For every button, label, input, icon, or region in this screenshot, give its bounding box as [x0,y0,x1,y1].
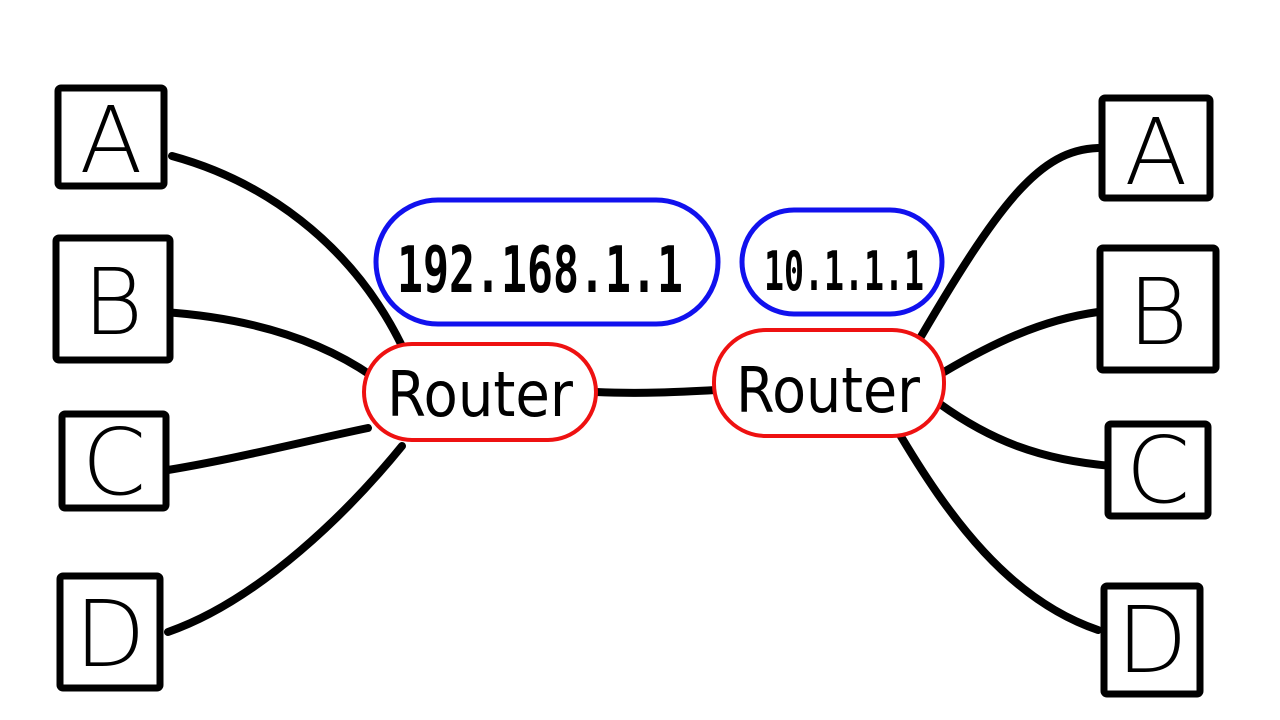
node-box-left-a: A [54,84,168,194]
ip-bubble-right: 10.1.1.1 [739,207,945,317]
router-left: Router [362,342,598,442]
link-right-d [892,424,1102,634]
node-box-left-d: D [56,572,164,692]
link-left-d [164,442,406,636]
node-label: B [1128,259,1188,366]
left-nodes: A B C D [52,84,174,692]
link-router-router [592,386,720,397]
router-right: Router [712,328,946,438]
node-label: A [80,87,143,194]
node-label: D [1117,587,1188,694]
link-left-b [160,308,376,380]
node-box-left-b: B [52,234,174,364]
node-label: A [1125,99,1188,206]
node-box-right-d: D [1100,582,1204,698]
node-box-right-a: A [1098,94,1214,206]
node-label: B [83,249,143,356]
router-label: Router [387,358,573,431]
node-label: C [82,409,146,516]
node-box-right-b: B [1096,244,1220,374]
link-left-a [168,152,406,350]
link-left-c [164,424,372,474]
ip-address-label: 10.1.1.1 [764,240,924,303]
link-right-a [908,144,1102,356]
links [160,144,1116,636]
node-box-left-c: C [58,409,170,516]
right-nodes: A B C D [1096,94,1220,698]
link-right-c [936,400,1116,470]
node-label: D [75,581,146,688]
link-right-b [940,308,1102,376]
ip-address-label: 192.168.1.1 [397,234,683,308]
node-label: C [1126,417,1190,524]
ip-bubble-left: 192.168.1.1 [373,197,721,327]
router-label: Router [736,354,920,427]
node-box-right-c: C [1104,417,1212,524]
